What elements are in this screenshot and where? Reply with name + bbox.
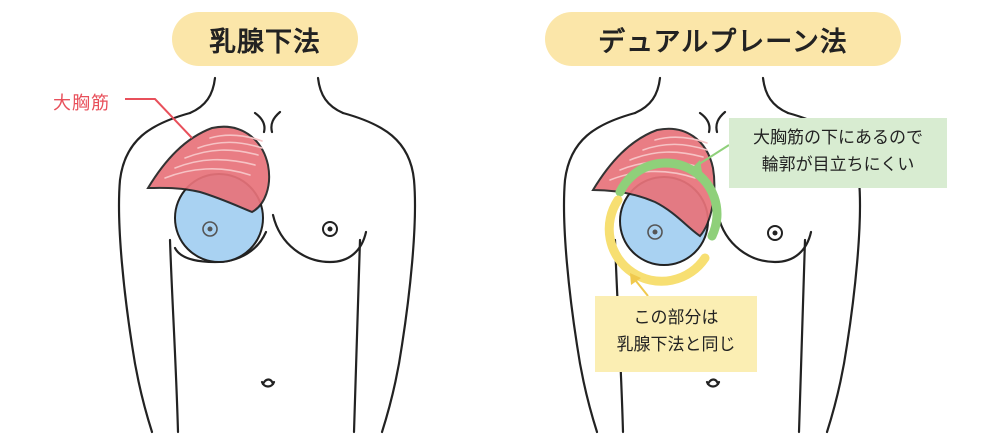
left-nipple-right-center xyxy=(327,226,333,232)
green-arc xyxy=(615,158,722,241)
yellow-callout-arrowhead xyxy=(630,273,641,285)
left-body-outline xyxy=(117,76,417,434)
right-nipple-right xyxy=(767,225,783,241)
green-callout-line2: 輪郭が目立ちにくい xyxy=(761,155,915,175)
left-implant-nipple-center xyxy=(207,226,213,232)
yellow-callout-line1: この部分は xyxy=(633,308,719,328)
title-submammary-method: 乳腺下法 xyxy=(172,12,358,66)
left-implant-nipple xyxy=(202,221,218,237)
yellow-callout-box: この部分は 乳腺下法と同じ xyxy=(595,296,757,372)
green-callout-arrowhead xyxy=(690,160,702,172)
muscle-label: 大胸筋 xyxy=(53,93,110,114)
yellow-callout-line2: 乳腺下法と同じ xyxy=(616,335,736,355)
yellow-arc xyxy=(604,195,710,286)
right-body-outline xyxy=(562,76,862,434)
left-figure xyxy=(117,76,417,434)
green-callout-line1: 大胸筋の下にあるので xyxy=(753,128,923,148)
title-dual-plane-method: デュアルプレーン法 xyxy=(545,12,901,66)
muscle-label-leader xyxy=(125,98,193,139)
left-muscle-fibers xyxy=(164,134,263,179)
left-nipple-right xyxy=(322,221,338,237)
right-figure xyxy=(562,76,862,434)
right-nipple-right-center xyxy=(772,230,778,236)
right-implant-nipple xyxy=(647,224,663,240)
right-implant-nipple-center xyxy=(652,229,658,235)
green-callout-box: 大胸筋の下にあるので 輪郭が目立ちにくい xyxy=(729,118,947,188)
